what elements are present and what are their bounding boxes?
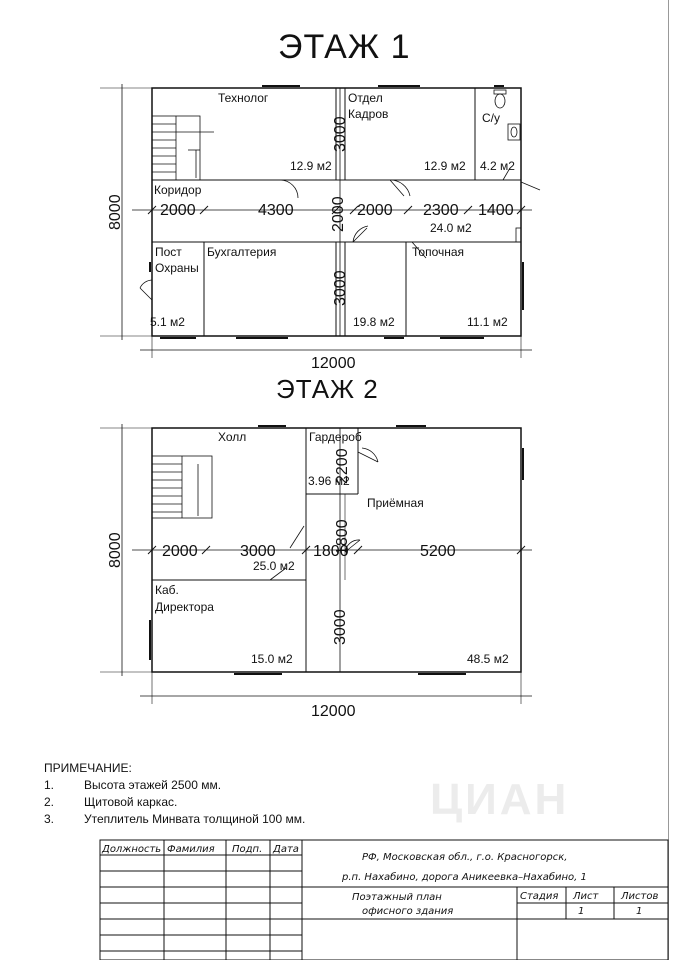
floor2-dim-2: 3000 xyxy=(240,543,276,560)
floor1-dim-1: 2000 xyxy=(160,202,196,219)
note-text: Утеплитель Минвата толщиной 100 мм. xyxy=(84,812,306,826)
floor1-dim-ticks xyxy=(147,205,526,215)
floor2-dim-4: 5200 xyxy=(420,543,456,560)
area-guard: 5.1 м2 xyxy=(150,315,185,329)
stamp-sheets-label: Листов xyxy=(620,891,658,902)
notes: ПРИМЕЧАНИЕ: 1. Высота этажей 2500 мм. 2.… xyxy=(44,760,305,828)
floor1-vdim-lower: 3000 xyxy=(332,270,349,306)
floor2-plan: Холл Гардероб Приёмная Каб. Директора 3.… xyxy=(100,424,532,720)
area-director: 15.0 м2 xyxy=(251,652,293,666)
stamp-col-date: Дата xyxy=(272,844,299,855)
note-text: Щитовой каркас. xyxy=(84,795,178,809)
floor1-dim-5: 1400 xyxy=(478,202,514,219)
room-label-hr-2: Кадров xyxy=(348,107,388,121)
room-label-director-1: Каб. xyxy=(155,583,179,597)
stamp-stage-label: Стадия xyxy=(520,891,558,902)
room-label-boiler: Топочная xyxy=(412,245,464,259)
stamp-col-signature: Подп. xyxy=(232,844,262,855)
area-wardrobe: 3.96 м2 xyxy=(308,474,350,488)
floor2-dim-1: 2000 xyxy=(162,543,198,560)
note-number: 1. xyxy=(44,778,55,792)
note-text: Высота этажей 2500 мм. xyxy=(84,778,222,792)
room-label-wc: С/у xyxy=(482,111,500,125)
floor2-total-width: 12000 xyxy=(311,703,356,720)
floor1-total-width: 12000 xyxy=(311,355,356,372)
floor1-title: ЭТАЖ 1 xyxy=(278,28,411,66)
area-wc: 4.2 м2 xyxy=(480,159,515,173)
area-hall: 25.0 м2 xyxy=(253,559,295,573)
note-item: 2. Щитовой каркас. xyxy=(44,794,305,811)
area-corridor: 24.0 м2 xyxy=(430,221,472,235)
floor1-vdim-corridor: 2000 xyxy=(330,196,347,232)
room-label-guard-1: Пост xyxy=(155,245,182,259)
stamp-col-surname: Фамилия xyxy=(167,844,215,855)
area-technolog: 12.9 м2 xyxy=(290,159,332,173)
note-number: 3. xyxy=(44,812,55,826)
floor2-total-depth: 8000 xyxy=(107,532,124,568)
note-item: 3. Утеплитель Минвата толщиной 100 мм. xyxy=(44,811,305,828)
floor2-dim-ticks xyxy=(147,545,526,555)
floor1-dim-2: 4300 xyxy=(258,202,294,219)
floor2-vdim-lower: 3000 xyxy=(332,609,349,645)
room-label-technolog: Технолог xyxy=(218,91,269,105)
sink-icon xyxy=(507,123,521,141)
area-boiler: 11.1 м2 xyxy=(467,315,508,329)
area-reception: 48.5 м2 xyxy=(467,652,509,666)
toilet-icon xyxy=(493,89,507,109)
floor2-stairs xyxy=(151,455,213,519)
room-label-reception: Приёмная xyxy=(367,496,424,510)
floor1-dim-4: 2300 xyxy=(423,202,459,219)
floor1-vdim-upper: 3000 xyxy=(332,116,349,152)
floor1-windows xyxy=(149,85,524,339)
floor2-title: ЭТАЖ 2 xyxy=(276,374,379,404)
room-label-director-2: Директора xyxy=(155,600,214,614)
floor2-windows xyxy=(149,425,524,675)
note-number: 2. xyxy=(44,795,55,809)
room-label-hr-1: Отдел xyxy=(348,91,383,105)
area-accounting: 19.8 м2 xyxy=(353,315,395,329)
title-block xyxy=(99,839,669,960)
note-item: 1. Высота этажей 2500 мм. xyxy=(44,777,305,794)
stamp-sheets-value: 1 xyxy=(636,906,642,917)
notes-heading: ПРИМЕЧАНИЕ: xyxy=(44,761,132,775)
room-label-accounting: Бухгалтерия xyxy=(207,245,276,259)
watermark-logo: ЦИАН xyxy=(430,775,570,824)
floor1-plan: Технолог Отдел Кадров С/у Коридор Пост О… xyxy=(100,84,541,372)
floor2-doors xyxy=(269,447,379,581)
title-block-frame xyxy=(99,839,669,960)
stamp-address-1: РФ, Московская обл., г.о. Красногорск, xyxy=(362,851,567,863)
stamp-sheet-value: 1 xyxy=(578,906,584,917)
floor1-dim-3: 2000 xyxy=(357,202,393,219)
stamp-address-2: р.п. Нахабино, дорога Аникеевка–Нахабино… xyxy=(341,871,587,883)
floor1-total-depth: 8000 xyxy=(107,194,124,230)
stamp-drawing-2: офисного здания xyxy=(362,906,453,917)
room-label-hall: Холл xyxy=(218,430,246,444)
floor1-doors xyxy=(139,167,541,301)
sheet-border xyxy=(668,0,669,960)
room-label-corridor: Коридор xyxy=(154,183,202,197)
floor2-vdim-mid: 1800 xyxy=(334,519,351,555)
floor2-vdim-wardrobe: 2200 xyxy=(334,448,351,484)
floor1-stairs xyxy=(151,115,214,181)
area-hr: 12.9 м2 xyxy=(424,159,466,173)
stamp-drawing-1: Поэтажный план xyxy=(352,892,442,903)
room-label-guard-2: Охраны xyxy=(155,261,199,275)
stamp-col-position: Должность xyxy=(101,844,161,855)
room-label-wardrobe: Гардероб xyxy=(309,430,362,444)
stamp-sheet-label: Лист xyxy=(572,891,600,902)
